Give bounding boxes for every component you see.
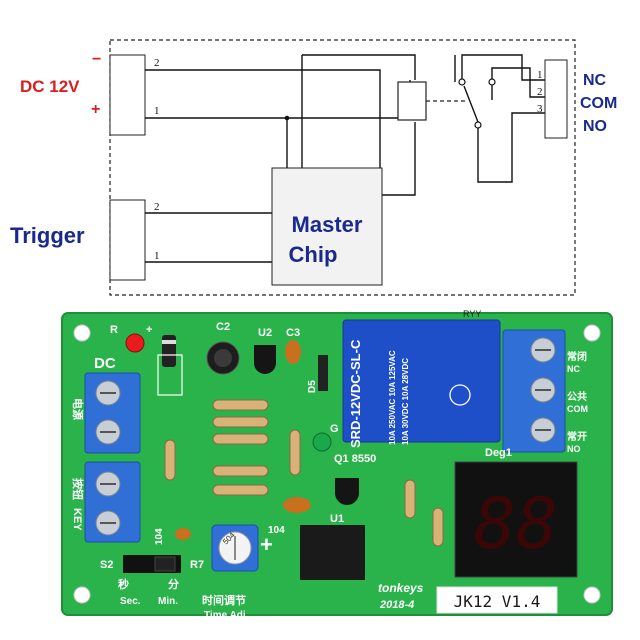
r-label: R [110, 324, 118, 336]
out-pin-2: 2 [537, 86, 543, 98]
com-wire [491, 67, 545, 98]
mount-hole [73, 324, 91, 342]
c104-label-b: 104 [154, 528, 165, 545]
u2-label: U2 [258, 327, 272, 339]
chip-label-line2: Chip [289, 242, 338, 267]
regulator-u2 [254, 345, 276, 374]
u1-label: U1 [330, 513, 344, 525]
relay-cert-icon [449, 384, 471, 406]
nc-cn-label: 常闭 [567, 350, 587, 363]
dc-cn-label: 电源 [71, 398, 85, 420]
model-plate [436, 586, 558, 614]
q1-label: Q1 8550 [334, 453, 376, 465]
coil-wire [302, 54, 416, 80]
power-connector [109, 54, 146, 136]
trigger-pin-2: 2 [154, 201, 160, 213]
com-en-label: COM [567, 404, 588, 414]
pcb-board: SRD-12VDC-SL-C 10A 250VAC 10A 125VAC 10A… [61, 309, 613, 621]
seven-segment-display [454, 461, 578, 578]
relay-rating-2: 10A 30VDC 10A 28VDC [401, 358, 410, 445]
microcontroller-u1 [300, 525, 365, 580]
relay-rating-1: 10A 250VAC 10A 125VAC [388, 350, 397, 445]
mount-hole [73, 586, 91, 604]
diode-silk [157, 354, 183, 396]
mount-hole [583, 586, 601, 604]
no-label: NO [583, 118, 607, 135]
diode [162, 335, 176, 367]
master-chip [271, 167, 383, 286]
dc-label: DC [94, 355, 116, 372]
min-cn-label: 分 [168, 577, 179, 591]
mount-hole [583, 324, 601, 342]
min-en-label: Min. [158, 596, 178, 607]
switch-arm [463, 85, 479, 123]
power-pin-1: 1 [154, 105, 160, 117]
contact-com [488, 78, 496, 86]
minus-sign: − [92, 51, 101, 68]
resistor-array [164, 399, 444, 547]
pot-plus-mark: + [260, 532, 273, 557]
contact-nc [458, 78, 466, 86]
capacitor-104 [283, 497, 311, 513]
time-cn-label: 时间调节 [202, 593, 246, 607]
brand-label: tonkeys [378, 581, 424, 595]
r7-label: R7 [190, 559, 204, 571]
power-label: DC 12V [20, 77, 80, 96]
contact-no [474, 121, 482, 129]
out-pin-1: 1 [537, 69, 543, 81]
c104-label-a: 104 [268, 525, 285, 536]
chip-label-line1: Master [292, 212, 363, 237]
trigger-label: Trigger [10, 223, 85, 248]
board-outline-dashed [109, 39, 576, 296]
plus-sign: + [91, 101, 100, 118]
relay [342, 319, 501, 443]
no-cn-label: 常开 [567, 430, 587, 443]
key-en-label: KEY [71, 508, 83, 531]
capacitor-104-b [175, 528, 191, 540]
out-pin-3: 3 [537, 103, 543, 115]
date-label: 2018-4 [379, 599, 414, 611]
g-label: G [330, 423, 339, 435]
d5-label: D5 [307, 380, 318, 393]
power-wire-2 [145, 69, 381, 215]
c2-label: C2 [216, 321, 230, 333]
display-digits: 88 [474, 483, 558, 565]
deg-label: Deg1 [485, 447, 512, 459]
diode-d5 [318, 355, 328, 391]
relay-model: SRD-12VDC-SL-C [348, 339, 363, 448]
power-pin-2: 2 [154, 57, 160, 69]
schematic: Master Chip 2 1 2 1 1 2 3 DC 12V − + Tri… [10, 39, 617, 296]
power-wire-1 [145, 80, 411, 119]
no-wire [477, 112, 545, 183]
trigger-connector [109, 199, 146, 281]
no-en-label: NO [567, 444, 581, 454]
nc-label: NC [583, 72, 607, 89]
c3-label: C3 [286, 327, 300, 339]
status-led [312, 432, 332, 452]
sec-en-label: Sec. [120, 596, 141, 607]
model-label: JK12 V1.4 [454, 592, 541, 611]
output-connector [544, 59, 568, 139]
nc-en-label: NC [567, 364, 580, 374]
time-en-label: Time Adj [204, 610, 246, 621]
com-cn-label: 公共 [567, 390, 587, 403]
relay-coil [397, 81, 427, 121]
power-led [125, 333, 145, 353]
relay-ryy-label: RYY [463, 309, 481, 319]
sec-cn-label: 秒 [118, 577, 129, 591]
key-cn-label: 按钮 [71, 478, 85, 500]
s2-label: S2 [100, 559, 113, 571]
trigger-pin-1: 1 [154, 250, 160, 262]
capacitor-c3 [285, 340, 301, 364]
com-label: COM [580, 95, 617, 112]
plus-mark: + [146, 324, 152, 336]
transistor-q1 [335, 478, 359, 505]
coil-drive-wire [382, 122, 416, 196]
